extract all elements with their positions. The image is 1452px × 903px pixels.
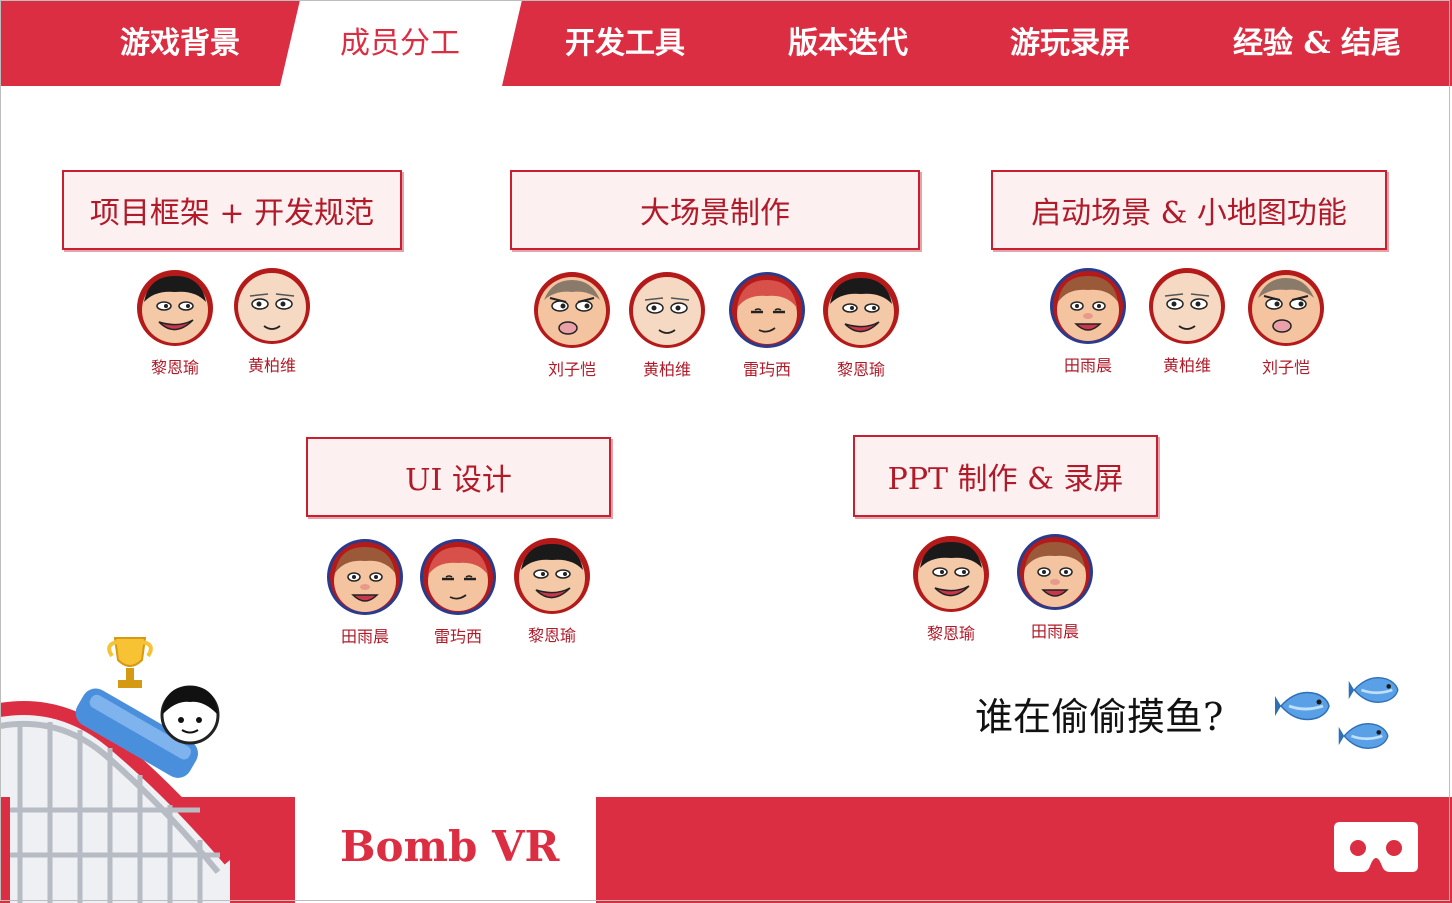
member-avatar: 田雨晨: [1046, 266, 1130, 376]
member-name: 黎恩瑜: [926, 624, 975, 643]
member-name: 黎恩瑜: [836, 360, 885, 379]
role-box-start-scene-minimap: 启动场景 & 小地图功能: [991, 170, 1387, 250]
member-avatar: 黎恩瑜: [133, 268, 217, 378]
role-title: 大场景制作: [640, 196, 790, 231]
member-avatar: 雷玙西: [416, 537, 500, 647]
nav-tab-game-background[interactable]: 游戏背景: [120, 26, 240, 61]
member-avatar: 田雨晨: [1013, 532, 1097, 642]
grinning-black-hair-face-icon: [912, 535, 990, 613]
brand-logo-text: Bomb VR: [340, 822, 560, 871]
fish-icon: [1275, 691, 1331, 721]
member-name: 黄柏维: [247, 356, 296, 375]
brown-hair-smiling-face-icon: [1049, 267, 1127, 345]
red-hair-squinting-face-icon: [727, 270, 807, 350]
brown-hair-smiling-face-icon: [1016, 533, 1094, 611]
fish-icon: [1348, 676, 1400, 704]
grinning-black-hair-face-icon: [513, 537, 591, 615]
fish-caption: 谁在偷偷摸鱼?: [975, 695, 1224, 739]
role-box-project-framework: 项目框架 + 开发规范: [62, 170, 402, 250]
member-name: 黄柏维: [1162, 356, 1211, 375]
active-tab-background: [280, 0, 522, 86]
role-title: 项目框架 + 开发规范: [89, 196, 375, 231]
member-name: 黄柏维: [642, 360, 691, 379]
role-title: 启动场景 & 小地图功能: [1031, 196, 1347, 231]
member-avatar: 黄柏维: [230, 266, 314, 376]
red-hair-squinting-face-icon: [418, 537, 498, 617]
nav-tab-member-roles[interactable]: 成员分工: [340, 26, 460, 61]
member-name: 黎恩瑜: [150, 358, 199, 377]
role-box-ppt-recording: PPT 制作 & 录屏: [853, 435, 1158, 517]
bald-smiling-face-icon: [1148, 267, 1226, 345]
brown-hair-smiling-face-icon: [326, 538, 404, 616]
fish-icon: [1338, 722, 1390, 750]
member-name: 雷玙西: [742, 360, 791, 379]
member-avatar: 黎恩瑜: [510, 536, 594, 646]
nav-tab-experience-ending[interactable]: 经验 & 结尾: [1233, 26, 1401, 61]
member-avatar: 黄柏维: [1145, 266, 1229, 376]
member-avatar: 黎恩瑜: [909, 534, 993, 644]
member-avatar: 雷玙西: [725, 270, 809, 380]
grinning-black-hair-face-icon: [136, 269, 214, 347]
member-avatar: 黄柏维: [625, 270, 709, 380]
role-title: UI 设计: [405, 463, 512, 498]
grinning-black-hair-face-icon: [822, 271, 900, 349]
role-box-main-scene: 大场景制作: [510, 170, 920, 250]
member-avatar: 黎恩瑜: [819, 270, 903, 380]
member-name: 雷玙西: [433, 627, 482, 646]
footer-right-bar: [596, 797, 1452, 903]
member-avatar: 刘子恺: [530, 270, 614, 380]
bald-smiling-face-icon: [233, 267, 311, 345]
member-name: 刘子恺: [1261, 358, 1310, 377]
member-name: 刘子恺: [547, 360, 596, 379]
member-name: 田雨晨: [1030, 622, 1079, 641]
nav-tab-version-iterations[interactable]: 版本迭代: [788, 26, 908, 61]
roller-coaster-illustration: [0, 637, 236, 903]
bald-smiling-face-icon: [628, 271, 706, 349]
member-avatar: 刘子恺: [1244, 268, 1328, 378]
member-avatar: 田雨晨: [323, 537, 407, 647]
open-mouth-face-icon: [533, 271, 611, 349]
top-nav-bar: [0, 0, 1452, 86]
member-name: 田雨晨: [1063, 356, 1112, 375]
nav-tab-dev-tools[interactable]: 开发工具: [565, 26, 685, 61]
role-title: PPT 制作 & 录屏: [887, 462, 1124, 497]
open-mouth-face-icon: [1247, 269, 1325, 347]
nav-tab-gameplay-recording[interactable]: 游玩录屏: [1010, 26, 1130, 61]
role-box-ui-design: UI 设计: [306, 437, 611, 517]
vr-headset-icon: [1334, 822, 1418, 872]
member-name: 黎恩瑜: [527, 626, 576, 645]
member-name: 田雨晨: [340, 627, 389, 646]
